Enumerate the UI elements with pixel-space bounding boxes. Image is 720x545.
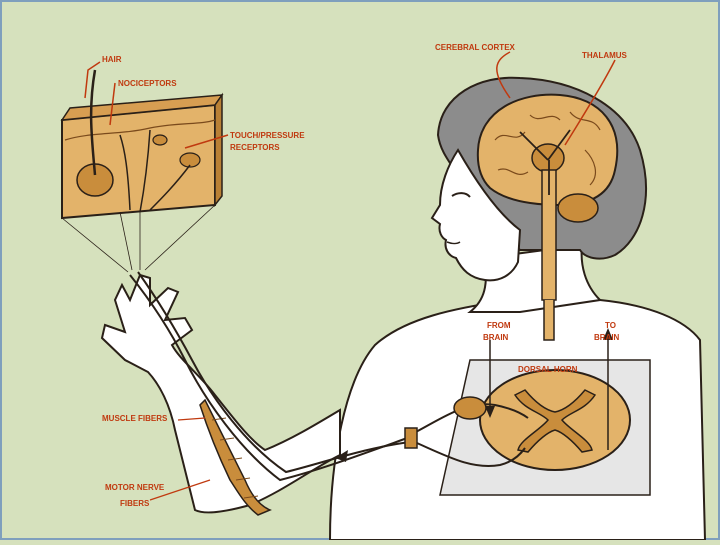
cerebellum xyxy=(557,193,599,223)
spinal-cord-channel xyxy=(543,300,555,341)
label-touch-receptors-line1: TOUCH/PRESSURE xyxy=(230,131,305,140)
face xyxy=(430,148,522,282)
label-to-brain-line2: BRAIN xyxy=(594,333,620,342)
arm xyxy=(100,273,341,514)
nerve-bundle xyxy=(404,427,418,449)
label-muscle-fibers: MUSCLE FIBERS xyxy=(102,414,168,423)
label-nociceptors: NOCICEPTORS xyxy=(118,79,177,88)
brain-arrows xyxy=(519,129,571,195)
label-hair: HAIR xyxy=(102,55,122,64)
muscle-fibers xyxy=(199,398,272,516)
label-from-brain-line1: FROM xyxy=(487,321,511,330)
dorsal-root-ganglion xyxy=(453,396,487,420)
label-motor-nerve-line2: FIBERS xyxy=(120,499,150,508)
label-arrows xyxy=(149,417,211,501)
label-cerebral-cortex: CEREBRAL CORTEX xyxy=(435,43,516,52)
label-from-brain-line2: BRAIN xyxy=(483,333,509,342)
dorsal-root xyxy=(409,403,529,436)
spinal-tracts xyxy=(489,340,609,450)
spinal-cord-upper xyxy=(541,169,557,301)
label-thalamus: THALAMUS xyxy=(582,51,628,60)
label-motor-nerve-line1: MOTOR NERVE xyxy=(105,483,165,492)
projection-lines xyxy=(61,204,216,273)
from-brain-arrow xyxy=(485,406,495,418)
mouth xyxy=(446,241,461,245)
motor-arrow xyxy=(335,450,348,462)
label-dorsal-horn: DORSAL HORN xyxy=(518,365,578,374)
label-touch-receptors-line2: RECEPTORS xyxy=(230,143,280,152)
eye xyxy=(451,192,471,198)
grey-matter xyxy=(513,389,597,453)
to-brain-arrow xyxy=(603,328,613,340)
label-to-brain-line1: TO xyxy=(605,321,616,330)
ventral-root xyxy=(409,439,526,467)
leader-lines xyxy=(84,51,616,149)
muscle-stripes xyxy=(211,417,259,499)
